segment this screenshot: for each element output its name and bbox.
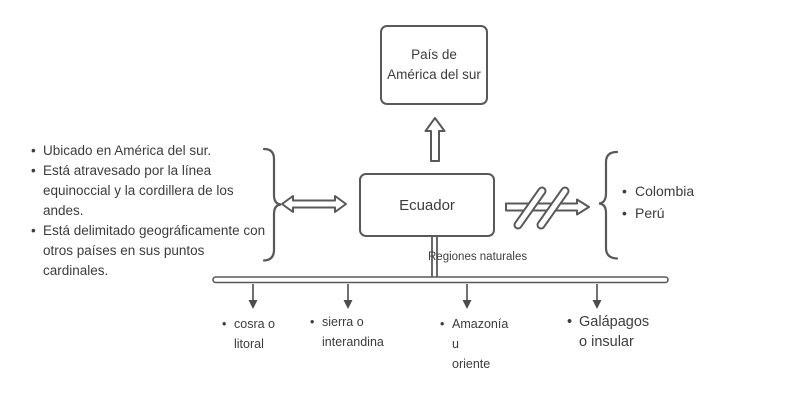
parent-country-label: País de América del sur [387,47,481,82]
region-label-costa: cosra o litoral [222,314,275,354]
down-arrow [343,284,353,309]
region-label-line: cosra o [234,317,275,331]
left-note-item: Está delimitado geográficamente con otro… [30,221,270,281]
right-brace [262,147,282,262]
region-label-line: litoral [234,337,264,351]
region-label-line: sierra o [322,315,364,329]
region-label-line: u [452,337,459,351]
tree-bar [212,276,669,284]
region-label-line: Amazonía [452,317,509,331]
double-arrow-connector [281,195,347,213]
ecuador-box: Ecuador [359,173,495,237]
region-label-line: o insular [579,334,634,350]
region-label-galapagos: Galápagos o insular [567,312,649,352]
parent-country-box: País de América del sur [380,25,488,105]
down-arrow [248,284,258,309]
neighbour-country-item: Colombia [622,180,694,202]
left-notes-list: Ubicado en América del sur. Está atraves… [30,141,270,281]
left-note-item: Ubicado en América del sur. [30,141,270,161]
region-label-line: Galápagos [579,314,650,330]
up-arrow-connector [424,117,446,162]
left-note-item: Está atravesado por la línea equinoccial… [30,161,270,221]
region-label-amazonia: Amazonía u oriente [440,314,508,374]
regions-branch-label: Regiones naturales [428,251,528,263]
region-label-sierra: sierra o interandina [310,312,384,352]
down-arrow [462,284,472,309]
slashed-arrow-connector [505,186,590,230]
down-arrow [592,284,602,309]
ecuador-label: Ecuador [399,196,455,214]
left-brace [598,150,619,260]
neighbour-countries-list: Colombia Perú [622,180,694,224]
region-label-line: interandina [322,335,384,349]
region-label-line: oriente [452,357,491,371]
tree-stem-connector [431,237,438,278]
neighbour-country-item: Perú [622,202,694,224]
